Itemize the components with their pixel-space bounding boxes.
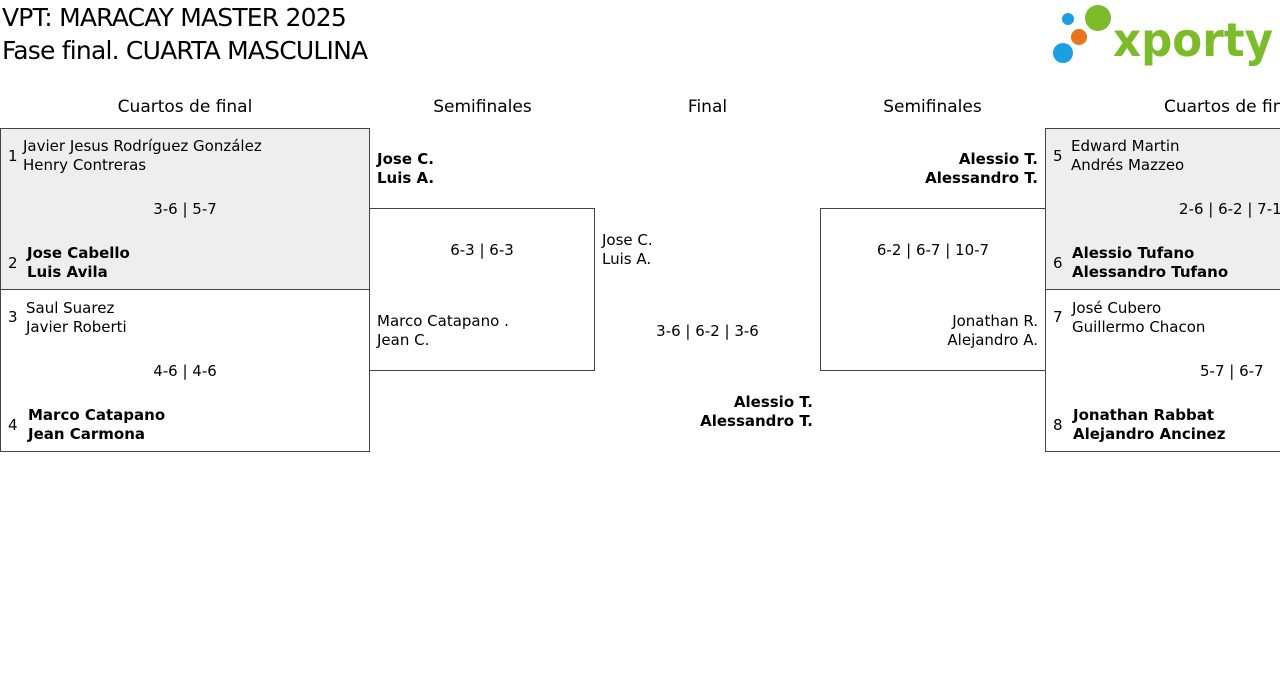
logo-dot-blue — [1053, 43, 1073, 63]
player-name: Alessandro T. — [925, 169, 1038, 187]
player-name: Javier Jesus Rodríguez González — [23, 137, 262, 155]
match-box-qf3 — [1045, 128, 1280, 290]
round-header-right-semi: Semifinales — [883, 97, 982, 117]
player-name: Luis A. — [602, 250, 652, 268]
seed-number: 6 — [1053, 254, 1063, 272]
seed-number: 1 — [8, 147, 18, 165]
player-name: Alessandro T. — [700, 412, 813, 430]
player-name: Alessandro Tufano — [1072, 263, 1229, 281]
seed-number: 8 — [1053, 416, 1063, 434]
team-qf2-bottom-winner: Marco Catapano Jean Carmona — [28, 406, 165, 444]
match-score-qf1: 3-6 | 5-7 — [153, 200, 217, 218]
player-name: Jonathan R. — [952, 312, 1038, 330]
player-name: Jose C. — [377, 150, 434, 168]
seed-number: 4 — [8, 416, 18, 434]
match-score-qf4: 5-7 | 6-7 — [1200, 362, 1264, 380]
player-name: Guillermo Chacon — [1072, 318, 1206, 336]
player-name: Luis A. — [377, 169, 435, 187]
team-final-winner: Alessio T. Alessandro T. — [595, 393, 813, 431]
player-name: Alessio Tufano — [1072, 244, 1195, 262]
player-name: Marco Catapano . — [377, 312, 509, 330]
player-name: Henry Contreras — [23, 156, 147, 174]
player-name: Jean Carmona — [28, 425, 146, 443]
team-qf1-top: Javier Jesus Rodríguez González Henry Co… — [23, 137, 262, 175]
player-name: Andrés Mazzeo — [1071, 156, 1185, 174]
team-final-top: Jose C. Luis A. — [602, 231, 653, 269]
match-box-qf1 — [0, 128, 370, 290]
page-title: VPT: MARACAY MASTER 2025 — [2, 3, 347, 32]
match-box-sf-left — [369, 208, 595, 371]
logo-dot-blue-small — [1062, 13, 1074, 25]
player-name: Marco Catapano — [28, 406, 166, 424]
seed-number: 5 — [1053, 147, 1063, 165]
team-sf-right-bottom: Jonathan R. Alejandro A. — [820, 312, 1038, 350]
match-score-qf3: 2-6 | 6-2 | 7-10 — [1179, 200, 1280, 218]
player-name: Alejandro A. — [947, 331, 1038, 349]
round-header-left-semi: Semifinales — [433, 97, 532, 117]
player-name: Edward Martin — [1071, 137, 1180, 155]
team-qf3-top: Edward Martin Andrés Mazzeo — [1071, 137, 1184, 175]
seed-number: 3 — [8, 308, 18, 326]
player-name: Alejandro Ancinez — [1073, 425, 1226, 443]
player-name: Jonathan Rabbat — [1073, 406, 1214, 424]
player-name: Luis Avila — [27, 263, 108, 281]
round-header-final: Final — [687, 97, 728, 117]
seed-number: 2 — [8, 254, 18, 272]
xporty-logo: xporty — [1050, 4, 1276, 68]
match-box-qf4 — [1045, 289, 1280, 452]
round-header-left-quarter: Cuartos de final — [117, 97, 253, 117]
player-name: José Cubero — [1072, 299, 1162, 317]
logo-dot-orange — [1071, 29, 1087, 45]
player-name: Jose Cabello — [27, 244, 130, 262]
player-name: Jean C. — [377, 331, 430, 349]
logo-text: xporty — [1113, 13, 1273, 67]
player-name: Javier Roberti — [26, 318, 127, 336]
team-qf4-top: José Cubero Guillermo Chacon — [1072, 299, 1205, 337]
player-name: Jose C. — [602, 231, 653, 249]
team-qf4-bottom-winner: Jonathan Rabbat Alejandro Ancinez — [1073, 406, 1225, 444]
team-sf-left-bottom: Marco Catapano . Jean C. — [377, 312, 509, 350]
team-qf2-top: Saul Suarez Javier Roberti — [26, 299, 127, 337]
team-qf3-bottom-winner: Alessio Tufano Alessandro Tufano — [1072, 244, 1228, 282]
player-name: Alessio T. — [733, 393, 813, 411]
match-score-final: 3-6 | 6-2 | 3-6 — [656, 322, 759, 340]
xporty-logo-icon: xporty — [1053, 5, 1273, 67]
player-name: Saul Suarez — [26, 299, 115, 317]
round-header-right-quarter: Cuartos de final — [1164, 97, 1280, 117]
page-subtitle: Fase final. CUARTA MASCULINA — [2, 36, 368, 65]
logo-dot-green — [1085, 5, 1111, 31]
match-score-sf-right: 6-2 | 6-7 | 10-7 — [876, 241, 990, 259]
player-name: Alessio T. — [958, 150, 1038, 168]
team-qf1-bottom-winner: Jose Cabello Luis Avila — [27, 244, 130, 282]
team-sf-left-top-winner: Jose C. Luis A. — [377, 150, 434, 188]
match-score-qf2: 4-6 | 4-6 — [153, 362, 217, 380]
team-sf-right-top-winner: Alessio T. Alessandro T. — [820, 150, 1038, 188]
match-score-sf-left: 6-3 | 6-3 — [450, 241, 514, 259]
seed-number: 7 — [1053, 308, 1063, 326]
